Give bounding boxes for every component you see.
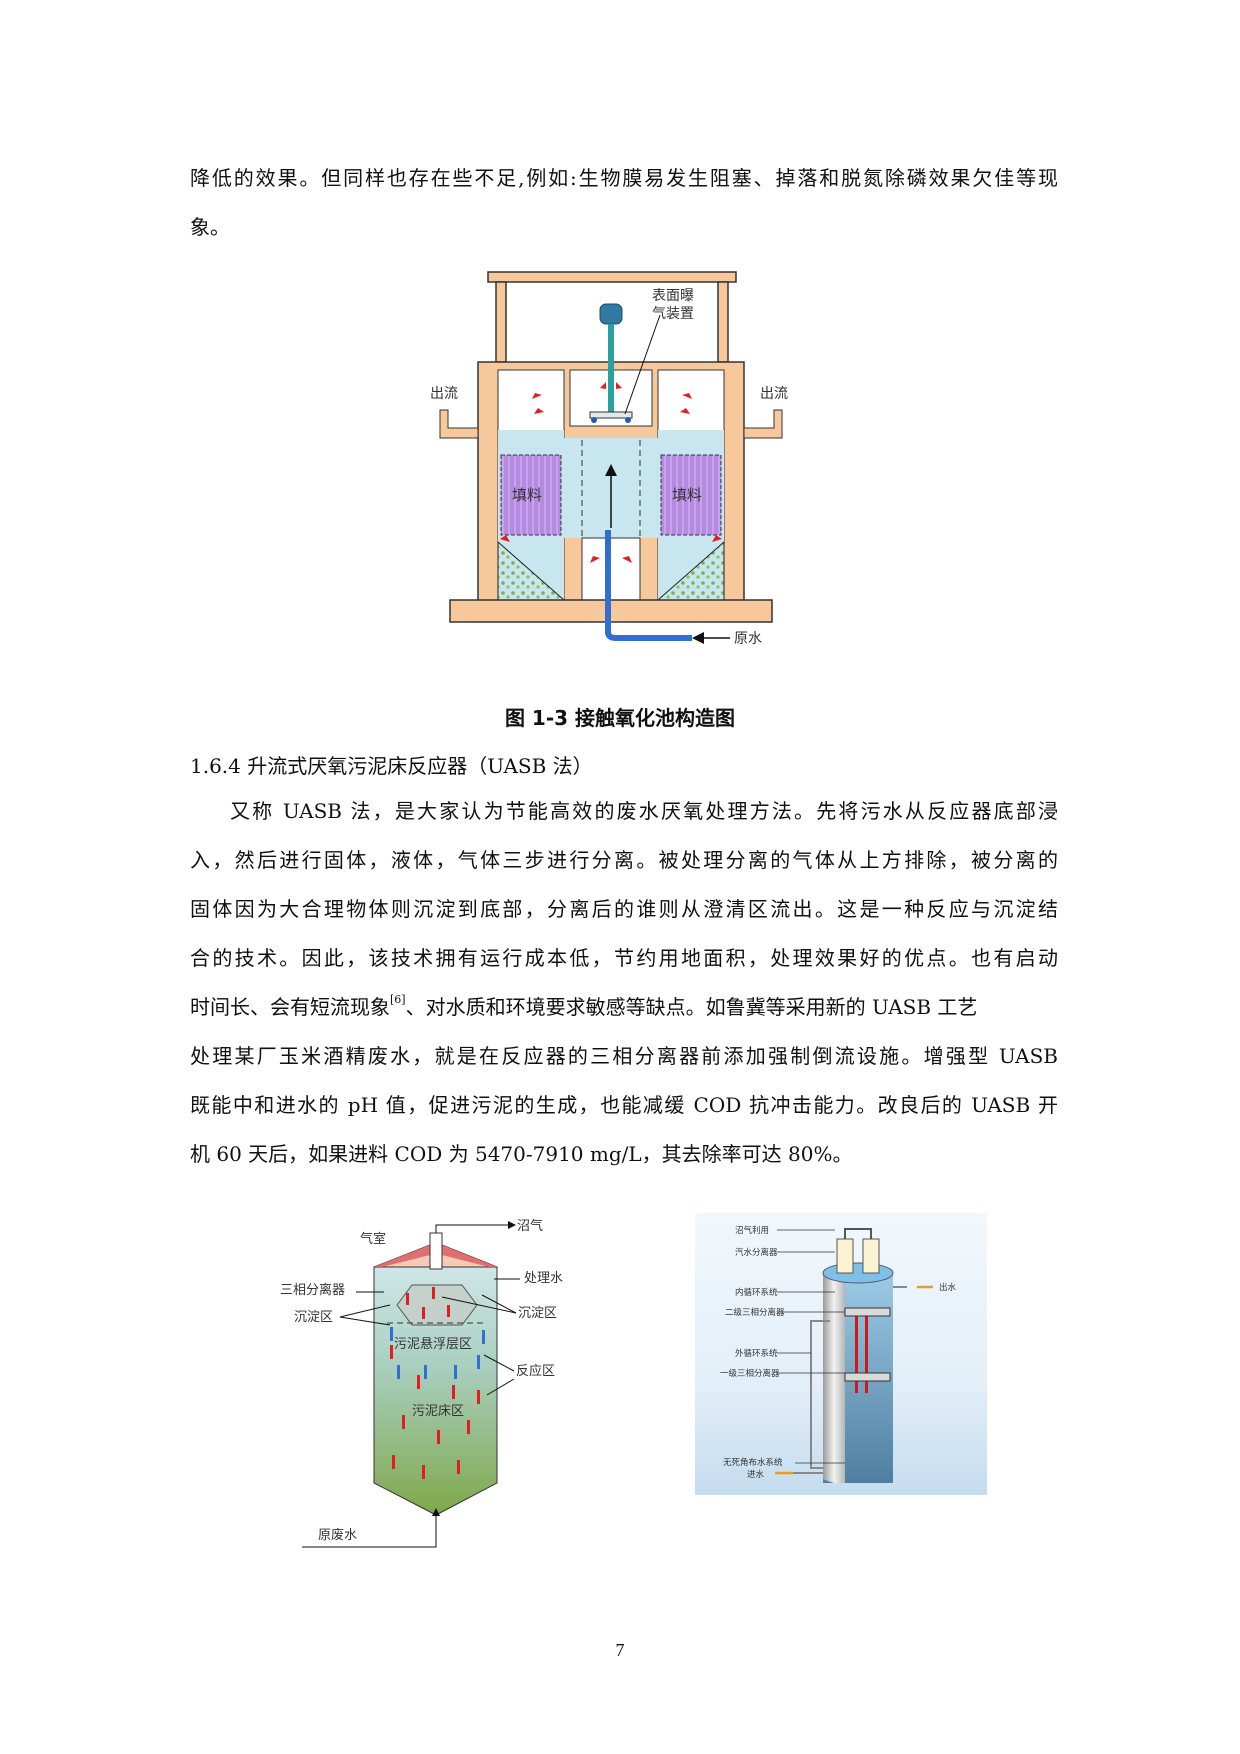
reaction-zone-label: 反应区: [516, 1363, 555, 1379]
intro-line-2: 象。: [190, 215, 230, 239]
para-line-4: 合的技术。因此，该技术拥有运行成本低，节约用地面积，处理效果好的优点。也有启动: [190, 946, 1058, 970]
ic-reactor-diagram: 沼气利用 汽水分离器 内循环系统 二级三相分离器 外循环系统 一级三相分离器 无…: [695, 1213, 987, 1495]
figure-caption: 图 1-3 接触氧化池构造图: [504, 706, 736, 730]
para-line-1: 又称 UASB 法，是大家认为节能高效的废水厌氧处理方法。先将污水从反应器底部浸: [230, 799, 1058, 823]
section-heading: 1.6.4 升流式厌氧污泥床反应器（UASB 法）: [190, 754, 593, 778]
gas-chamber-label: 气室: [360, 1231, 386, 1247]
packing-left-label: 填料: [512, 486, 542, 504]
biogas-label: 沼气: [517, 1218, 543, 1234]
ic-internal-circulation-label: 内循环系统: [735, 1287, 778, 1298]
ic-outlet-label: 出水: [939, 1282, 957, 1293]
citation[interactable]: [6]: [390, 993, 406, 1006]
para-line-2: 入，然后进行固体，液体，气体三步进行分离。被处理分离的气体从上方排除，被分离的: [190, 848, 1058, 872]
para-line-7: 既能中和进水的 pH 值，促进污泥的生成，也能减缓 COD 抗冲击能力。改良后的…: [190, 1093, 1058, 1117]
para-line-3: 固体因为大合理物体则沉淀到底部，分离后的谁则从澄清区流出。这是一种反应与沉淀结: [190, 897, 1058, 921]
uasb-reactor-diagram: 沼气 气室 处理水 三相分离器 沉淀区 沉淀区 污泥悬浮层区 反应区 污泥床区 …: [272, 1215, 602, 1555]
treated-water-label: 处理水: [524, 1271, 563, 1286]
settling-zone-right-label: 沉淀区: [518, 1306, 557, 1321]
outflow-left-label: 出流: [430, 386, 458, 402]
para-line-8: 机 60 天后，如果进料 COD 为 5470-7910 mg/L，其去除率可达…: [190, 1142, 853, 1166]
packing-right-label: 填料: [672, 486, 702, 504]
raw-wastewater-label: 原废水: [318, 1527, 357, 1543]
ic-first-separator-label: 一级三相分离器: [720, 1368, 780, 1379]
settling-zone-left-label: 沉淀区: [294, 1310, 333, 1325]
page-number: 7: [615, 1640, 625, 1660]
aerator-label-1: 表面曝: [652, 288, 694, 304]
three-phase-separator-label: 三相分离器: [280, 1282, 345, 1298]
sludge-suspension-label: 污泥悬浮层区: [394, 1337, 472, 1352]
contact-oxidation-tank-diagram: 表面曝 气装置 出流 出流 填料 填料 原水: [430, 271, 788, 647]
ic-second-separator-label: 二级三相分离器: [725, 1307, 785, 1318]
ic-external-circulation-label: 外循环系统: [735, 1348, 778, 1359]
para-line-5: 时间长、会有短流现象[6]、对水质和环境要求敏感等缺点。如鲁冀等采用新的 UAS…: [190, 993, 1058, 1019]
aerator-label-2: 气装置: [652, 306, 694, 322]
ic-inlet-label: 进水: [747, 1469, 765, 1480]
intro-line-1: 降低的效果。但同样也存在些不足,例如:生物膜易发生阻塞、掉落和脱氮除磷效果欠佳等…: [190, 166, 1058, 190]
outflow-right-label: 出流: [760, 386, 788, 402]
ic-distribution-label: 无死角布水系统: [723, 1457, 783, 1468]
para-line-5b: 、对水质和环境要求敏感等缺点。如鲁冀等采用新的 UASB 工艺: [405, 995, 978, 1019]
sludge-bed-label: 污泥床区: [412, 1404, 464, 1419]
ic-biogas-use-label: 沼气利用: [735, 1225, 769, 1236]
para-line-6: 处理某厂玉米酒精废水，就是在反应器的三相分离器前添加强制倒流设施。增强型 UAS…: [190, 1044, 1058, 1068]
para-line-5a: 时间长、会有短流现象: [190, 995, 390, 1019]
ic-steam-water-separator-label: 汽水分离器: [735, 1247, 778, 1258]
raw-water-label: 原水: [734, 631, 762, 647]
